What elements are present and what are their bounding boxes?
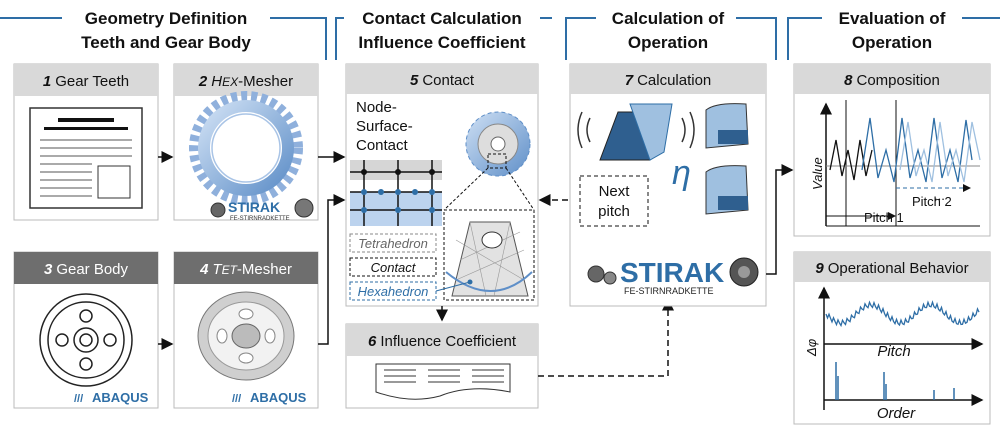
abaqus-logo: /// ABAQUS: [232, 390, 307, 405]
svg-text:ABAQUS: ABAQUS: [250, 390, 307, 405]
stirak-logo: STIRAK FE-STIRNRADKETTE: [210, 198, 314, 222]
column-title-3: Calculation of Operation: [612, 9, 725, 52]
svg-text:Surface-: Surface-: [356, 118, 413, 135]
table-document-icon: [375, 363, 511, 400]
composition-chart: Value Pitch 1 Pitch 2 ...: [810, 100, 981, 227]
stirak-logo: STIRAK FE-STIRNRADKETTE: [587, 257, 759, 296]
svg-text:Value: Value: [810, 157, 825, 190]
column-title-4: Evaluation of Operation: [839, 9, 946, 52]
meshed-gear-icon: [465, 111, 531, 177]
svg-text:///: ///: [74, 393, 83, 405]
hex-mesh-gear-icon: [189, 91, 303, 205]
tooth-block-icon: [705, 103, 749, 215]
svg-text:Contact: Contact: [356, 137, 409, 154]
svg-text:Operation: Operation: [628, 33, 708, 52]
node-surface-contact-label: Node-: [356, 99, 397, 116]
feedback-arrows: [538, 194, 674, 377]
gear-body-drawing-icon: [39, 293, 133, 387]
svg-text:Next: Next: [599, 183, 631, 200]
svg-text:FE-STIRNRADKETTE: FE-STIRNRADKETTE: [624, 286, 714, 296]
svg-text:Pitch: Pitch: [877, 343, 910, 360]
svg-text:STIRAK: STIRAK: [228, 199, 280, 215]
svg-text:Contact Calculation: Contact Calculation: [362, 9, 522, 28]
svg-text:Δφ: Δφ: [804, 338, 819, 357]
abaqus-logo: /// ABAQUS: [74, 390, 149, 405]
node-surface-grid-icon: [350, 160, 442, 226]
svg-text:Influence Coefficient: Influence Coefficient: [358, 33, 526, 52]
tooth-contact-icon: [577, 103, 695, 161]
arrow-calculation-to-composition: [766, 164, 794, 275]
efficiency-symbol: η: [672, 154, 691, 192]
next-pitch-box: Next pitch: [579, 175, 649, 227]
column-frames: [0, 17, 1000, 60]
operational-chart: Pitch Order Δφ: [804, 286, 984, 422]
svg-text:Contact: Contact: [371, 260, 417, 275]
svg-text:Pitch 1: Pitch 1: [864, 210, 904, 225]
tet-mesh-gear-icon: [197, 291, 295, 381]
column-title-1: Geometry Definition Teeth and Gear Body: [81, 9, 251, 52]
column-title-2: Contact Calculation Influence Coefficien…: [358, 9, 526, 52]
svg-text:Order: Order: [877, 405, 916, 422]
svg-text:pitch: pitch: [598, 203, 630, 220]
svg-text:Teeth and Gear Body: Teeth and Gear Body: [81, 33, 251, 52]
document-icon: [29, 107, 143, 209]
svg-text:Calculation of: Calculation of: [612, 9, 725, 28]
svg-text:Hexahedron: Hexahedron: [358, 284, 429, 299]
element-type-labels: Tetrahedron Contact Hexahedron: [349, 233, 473, 301]
svg-text:STIRAK: STIRAK: [620, 257, 724, 288]
svg-text:FE-STIRNRADKETTE: FE-STIRNRADKETTE: [230, 216, 290, 222]
svg-text:ABAQUS: ABAQUS: [92, 390, 149, 405]
svg-text:Tetrahedron: Tetrahedron: [358, 236, 428, 251]
svg-text:Geometry Definition: Geometry Definition: [85, 9, 247, 28]
svg-text:...: ...: [934, 188, 945, 203]
flow-arrows-col1: [158, 151, 346, 350]
svg-text:Evaluation of: Evaluation of: [839, 9, 946, 28]
svg-text:///: ///: [232, 393, 241, 405]
svg-text:Pitch 2: Pitch 2: [912, 194, 952, 209]
svg-text:Operation: Operation: [852, 33, 932, 52]
